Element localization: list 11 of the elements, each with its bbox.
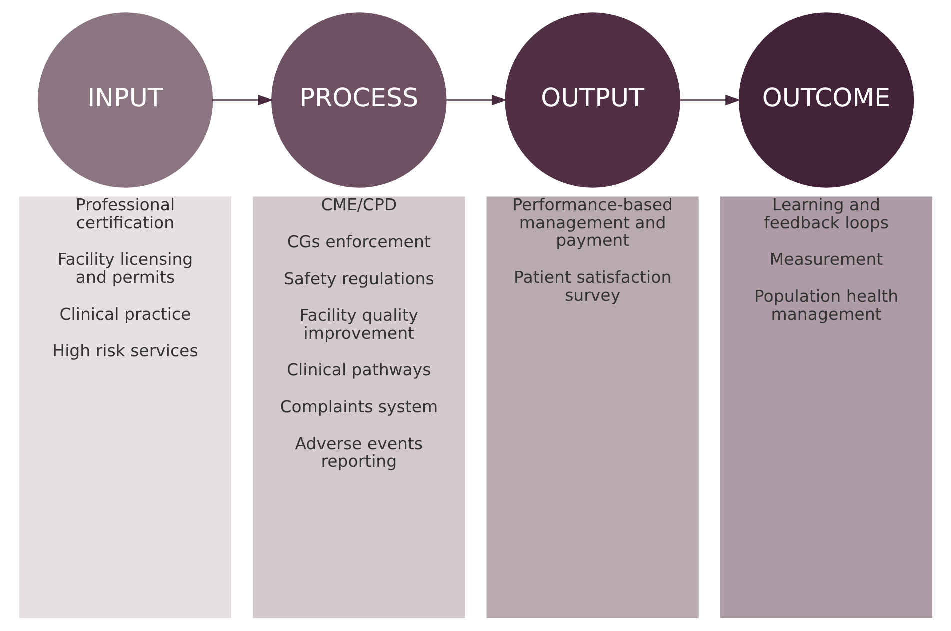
node-circle: OUTPUT [504,12,680,188]
arrow [446,94,507,106]
node-box: Professional certification Facility licensing and permits Clinical practice High risk services [18,196,232,618]
node-box: Learning and feedback loops Measurement Population health management [720,196,932,618]
node-circle: OUTCOME [738,12,914,188]
arrow [212,94,274,106]
node-circle: PROCESS [271,12,446,188]
node-box: CME/CPD CGs enforcement Safety regulations Facility quality improvement Clinical pathways Complaints system Adverse events reporting [252,196,465,618]
node-circle: INPUT [37,12,213,188]
node-box: Performance-based management and payment Patient satisfaction survey [486,196,698,618]
arrow [680,94,740,106]
